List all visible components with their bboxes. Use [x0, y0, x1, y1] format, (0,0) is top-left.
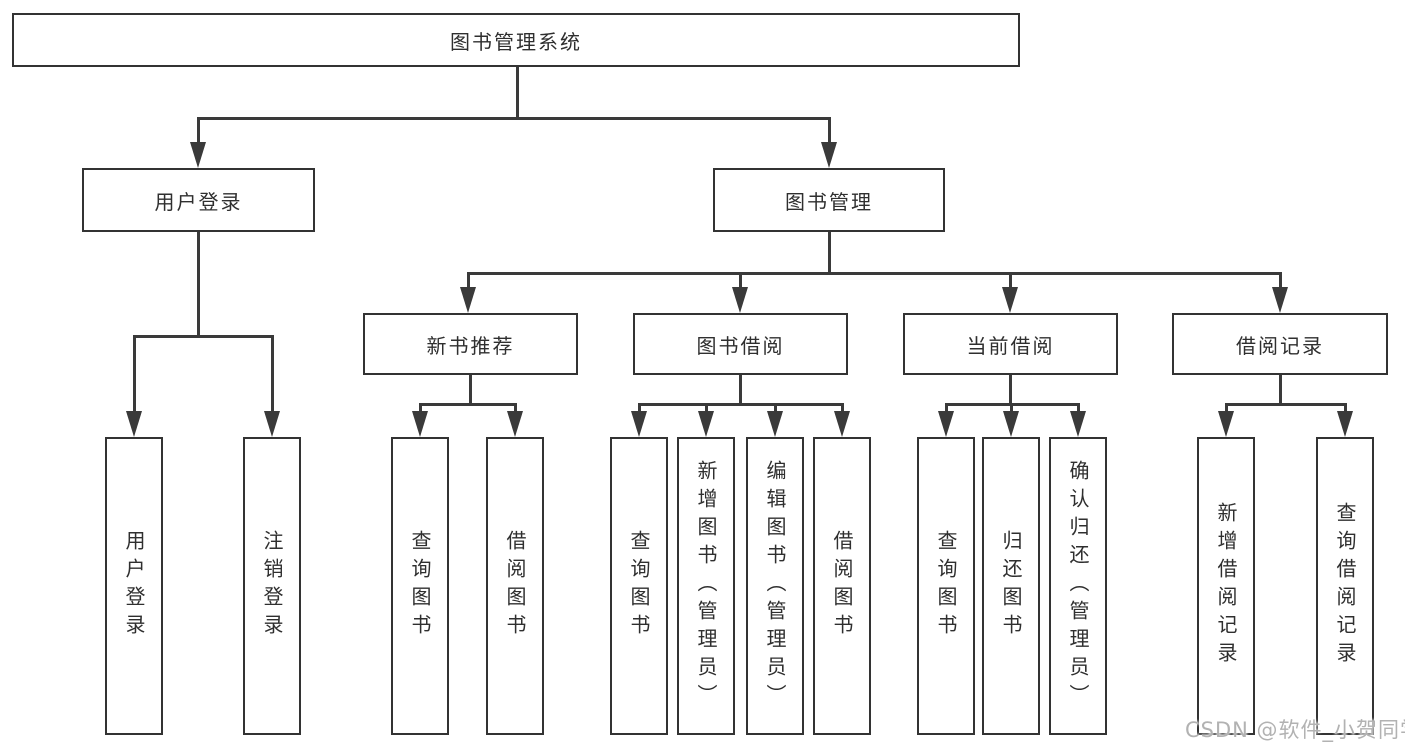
- connector-level2-rail: [196, 117, 831, 120]
- arrowhead-leaf-logout: [264, 411, 280, 437]
- connector-leaf-stub: [418, 406, 422, 411]
- node-user-login: 用户登录: [82, 168, 315, 232]
- leaf-query-borrow-record: 查询借阅记录: [1316, 437, 1374, 735]
- arrowhead-newbook: [460, 287, 476, 313]
- leaf-query-books-borrow-label: 查询图书: [627, 530, 651, 642]
- leaf-logout: 注销登录: [243, 437, 301, 735]
- connector-currentborrow-stub: [1008, 275, 1012, 287]
- connector-borrowrecord-stub: [1278, 275, 1282, 287]
- arrowhead-leaf-confirm-return: [1070, 411, 1086, 437]
- connector-book-mgmt-stub: [827, 120, 831, 142]
- connector-bookborrow-stub: [738, 275, 742, 287]
- node-user-login-label: 用户登录: [154, 189, 243, 214]
- connector-newbook-stub: [466, 275, 470, 287]
- connector-user-drop: [196, 232, 200, 335]
- arrowhead-leaf-edit-books: [767, 411, 783, 437]
- arrowhead-user-login: [190, 142, 206, 168]
- node-book-mgmt: 图书管理: [713, 168, 945, 232]
- node-newbook-rec-label: 新书推荐: [426, 333, 515, 358]
- arrowhead-leaf-borrow-books-2: [834, 411, 850, 437]
- node-root-label: 图书管理系统: [450, 29, 582, 54]
- node-book-mgmt-label: 图书管理: [785, 189, 873, 214]
- connector-leaf-stub: [1343, 406, 1347, 411]
- leaf-add-borrow-record-label: 新增借阅记录: [1214, 502, 1238, 670]
- leaf-edit-books-admin: 编辑图书（管理员）: [746, 437, 804, 735]
- node-root: 图书管理系统: [12, 13, 1020, 67]
- node-book-borrow-label: 图书借阅: [696, 333, 785, 358]
- leaf-confirm-return-admin: 确认归还（管理员）: [1049, 437, 1107, 735]
- arrowhead-leaf-add-record: [1218, 411, 1234, 437]
- leaf-query-books-newbook: 查询图书: [391, 437, 449, 735]
- connector-leaf-stub: [1009, 406, 1013, 411]
- node-book-borrow: 图书借阅: [633, 313, 848, 375]
- node-current-borrow-label: 当前借阅: [966, 333, 1055, 358]
- connector-leaf-stub: [773, 406, 777, 411]
- connector-leaf-stub: [840, 406, 844, 411]
- arrowhead-book-mgmt: [821, 142, 837, 168]
- node-current-borrow: 当前借阅: [903, 313, 1118, 375]
- connector-borrowrecord-rail: [1224, 403, 1347, 406]
- connector-currentborrow-rail: [944, 403, 1080, 406]
- leaf-edit-books-admin-label: 编辑图书（管理员）: [763, 460, 787, 712]
- leaf-user-login-label: 用户登录: [122, 530, 146, 642]
- connector-root-drop: [515, 67, 519, 117]
- leaf-logout-label: 注销登录: [260, 530, 284, 642]
- connector-user-rail: [132, 335, 274, 338]
- leaf-borrow-books-newbook-label: 借阅图书: [503, 530, 527, 642]
- leaf-query-books-current-label: 查询图书: [934, 530, 958, 642]
- connector-newbook-rail: [418, 403, 517, 406]
- leaf-add-books-admin: 新增图书（管理员）: [677, 437, 735, 735]
- arrowhead-leaf-query-record: [1337, 411, 1353, 437]
- connector-currentborrow-drop: [1008, 375, 1012, 403]
- arrowhead-leaf-query-books-1: [412, 411, 428, 437]
- arrowhead-leaf-user-login: [126, 411, 142, 437]
- connector-leaf-stub: [1076, 406, 1080, 411]
- leaf-borrow-books: 借阅图书: [813, 437, 871, 735]
- connector-leaf-user-login-stub: [132, 338, 136, 411]
- arrowhead-leaf-query-books-3: [938, 411, 954, 437]
- node-borrow-record-label: 借阅记录: [1236, 333, 1324, 358]
- arrowhead-leaf-return-books: [1003, 411, 1019, 437]
- leaf-return-books: 归还图书: [982, 437, 1040, 735]
- connector-bookborrow-rail: [637, 403, 844, 406]
- node-newbook-rec: 新书推荐: [363, 313, 578, 375]
- connector-level3-rail: [466, 272, 1282, 275]
- connector-leaf-stub: [704, 406, 708, 411]
- arrowhead-borrowrecord: [1272, 287, 1288, 313]
- connector-leaf-stub: [944, 406, 948, 411]
- leaf-query-borrow-record-label: 查询借阅记录: [1333, 502, 1357, 670]
- connector-leaf-stub: [513, 406, 517, 411]
- arrowhead-leaf-add-books: [698, 411, 714, 437]
- leaf-confirm-return-admin-label: 确认归还（管理员）: [1066, 460, 1090, 712]
- leaf-user-login: 用户登录: [105, 437, 163, 735]
- arrowhead-leaf-borrow-books-1: [507, 411, 523, 437]
- leaf-add-books-admin-label: 新增图书（管理员）: [694, 460, 718, 712]
- connector-borrowrecord-drop: [1278, 375, 1282, 403]
- connector-user-login-stub: [196, 120, 200, 142]
- leaf-query-books-current: 查询图书: [917, 437, 975, 735]
- leaf-add-borrow-record: 新增借阅记录: [1197, 437, 1255, 735]
- connector-mgmt-drop: [827, 232, 831, 272]
- connector-leaf-stub: [1224, 406, 1228, 411]
- arrowhead-bookborrow: [732, 287, 748, 313]
- leaf-borrow-books-newbook: 借阅图书: [486, 437, 544, 735]
- leaf-query-books-borrow: 查询图书: [610, 437, 668, 735]
- connector-leaf-logout-stub: [270, 338, 274, 411]
- connector-newbook-drop: [468, 375, 472, 403]
- arrowhead-currentborrow: [1002, 287, 1018, 313]
- leaf-return-books-label: 归还图书: [999, 530, 1023, 642]
- connector-bookborrow-drop: [738, 375, 742, 403]
- node-borrow-record: 借阅记录: [1172, 313, 1388, 375]
- connector-leaf-stub: [637, 406, 641, 411]
- leaf-borrow-books-label: 借阅图书: [830, 530, 854, 642]
- watermark: CSDN @软件_小贺同学: [1185, 718, 1405, 742]
- leaf-query-books-newbook-label: 查询图书: [408, 530, 432, 642]
- arrowhead-leaf-query-books-2: [631, 411, 647, 437]
